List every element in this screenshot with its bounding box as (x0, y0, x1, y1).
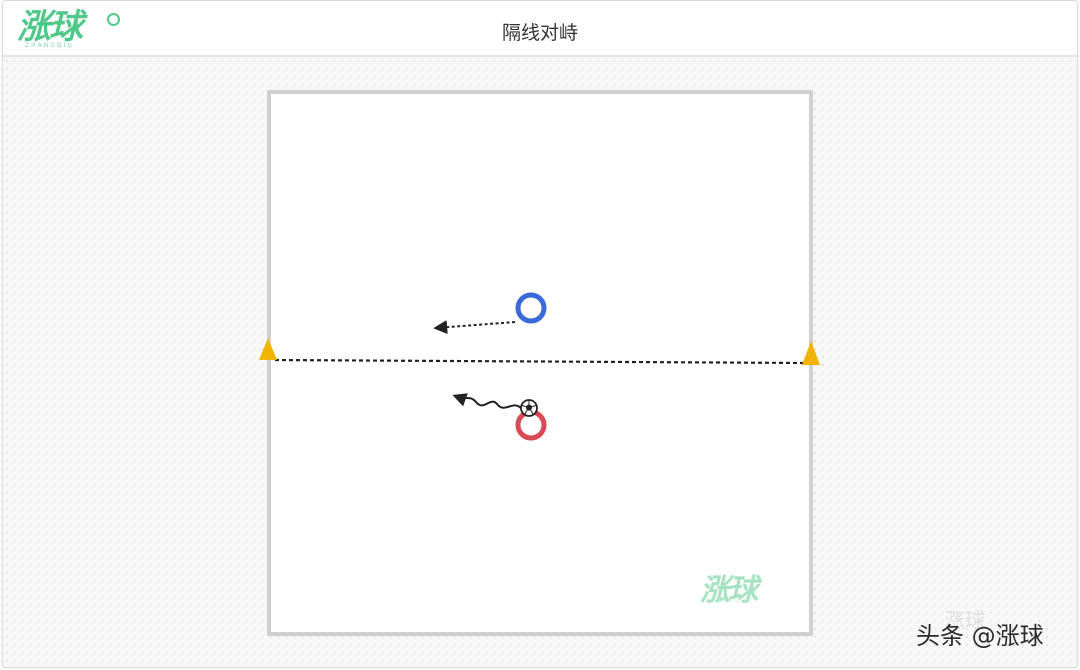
credit-faint-text: 涨球 (945, 608, 985, 632)
left-cone-icon (259, 338, 277, 360)
dribble-path-arrow (452, 393, 522, 409)
right-cone-icon (802, 341, 820, 365)
page-title: 隔线对峙 (501, 22, 578, 44)
watermark-logo: 涨球 (700, 573, 758, 608)
logo-subtext: ZHANGQIU (25, 42, 74, 49)
blue-run-arrow (433, 320, 516, 335)
source-credit: 头条 @涨球 (916, 622, 1044, 650)
logo-ball-icon (107, 13, 120, 26)
logo-text: 涨球 (17, 7, 83, 47)
brand-logo: 涨球 ZHANGQIU (17, 7, 127, 49)
header-bar: 涨球 ZHANGQIU 隔线对峙 (3, 1, 1077, 57)
blue-player-icon (515, 292, 547, 324)
soccer-ball-icon (520, 399, 538, 417)
watermark-subtext: ZHANGQIU (706, 598, 750, 604)
dashed-divider-line (274, 358, 806, 365)
training-field (267, 90, 813, 636)
